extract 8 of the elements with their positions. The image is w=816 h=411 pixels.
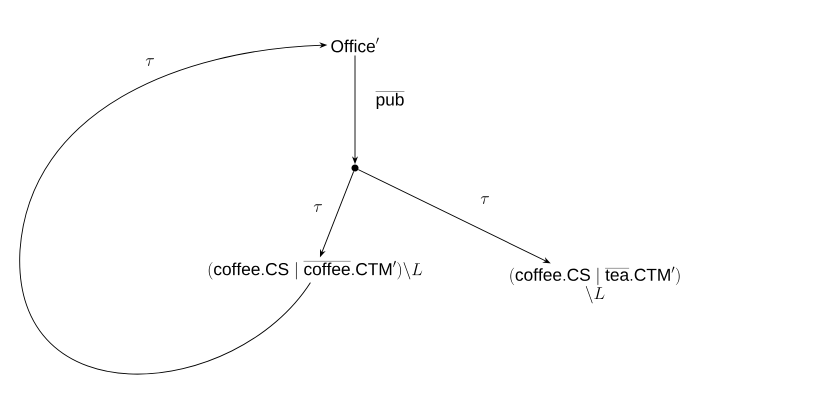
edge-label: $\tau$ bbox=[479, 195, 491, 205]
process-term: $(\mathrm{coffee}.\mathrm{CS}\mid\overline{\mathrm{tea}}.\mathrm{CTM}')$ $\backslash L$ bbox=[510, 266, 680, 304]
process-term: $(\mathrm{coffee}.\mathrm{CS}\mid\overline{\mathrm{coffee}}.\mathrm{CTM}')\backslash L$ bbox=[208, 260, 422, 280]
state-dot bbox=[352, 164, 358, 172]
edge-label: $\tau$ bbox=[312, 203, 324, 213]
process-term: $\mathrm{Office}'$ bbox=[331, 38, 379, 52]
edge-label: $\tau$ bbox=[144, 57, 156, 67]
edge-label: $\overline{\mathrm{pub}}$ bbox=[374, 90, 406, 110]
